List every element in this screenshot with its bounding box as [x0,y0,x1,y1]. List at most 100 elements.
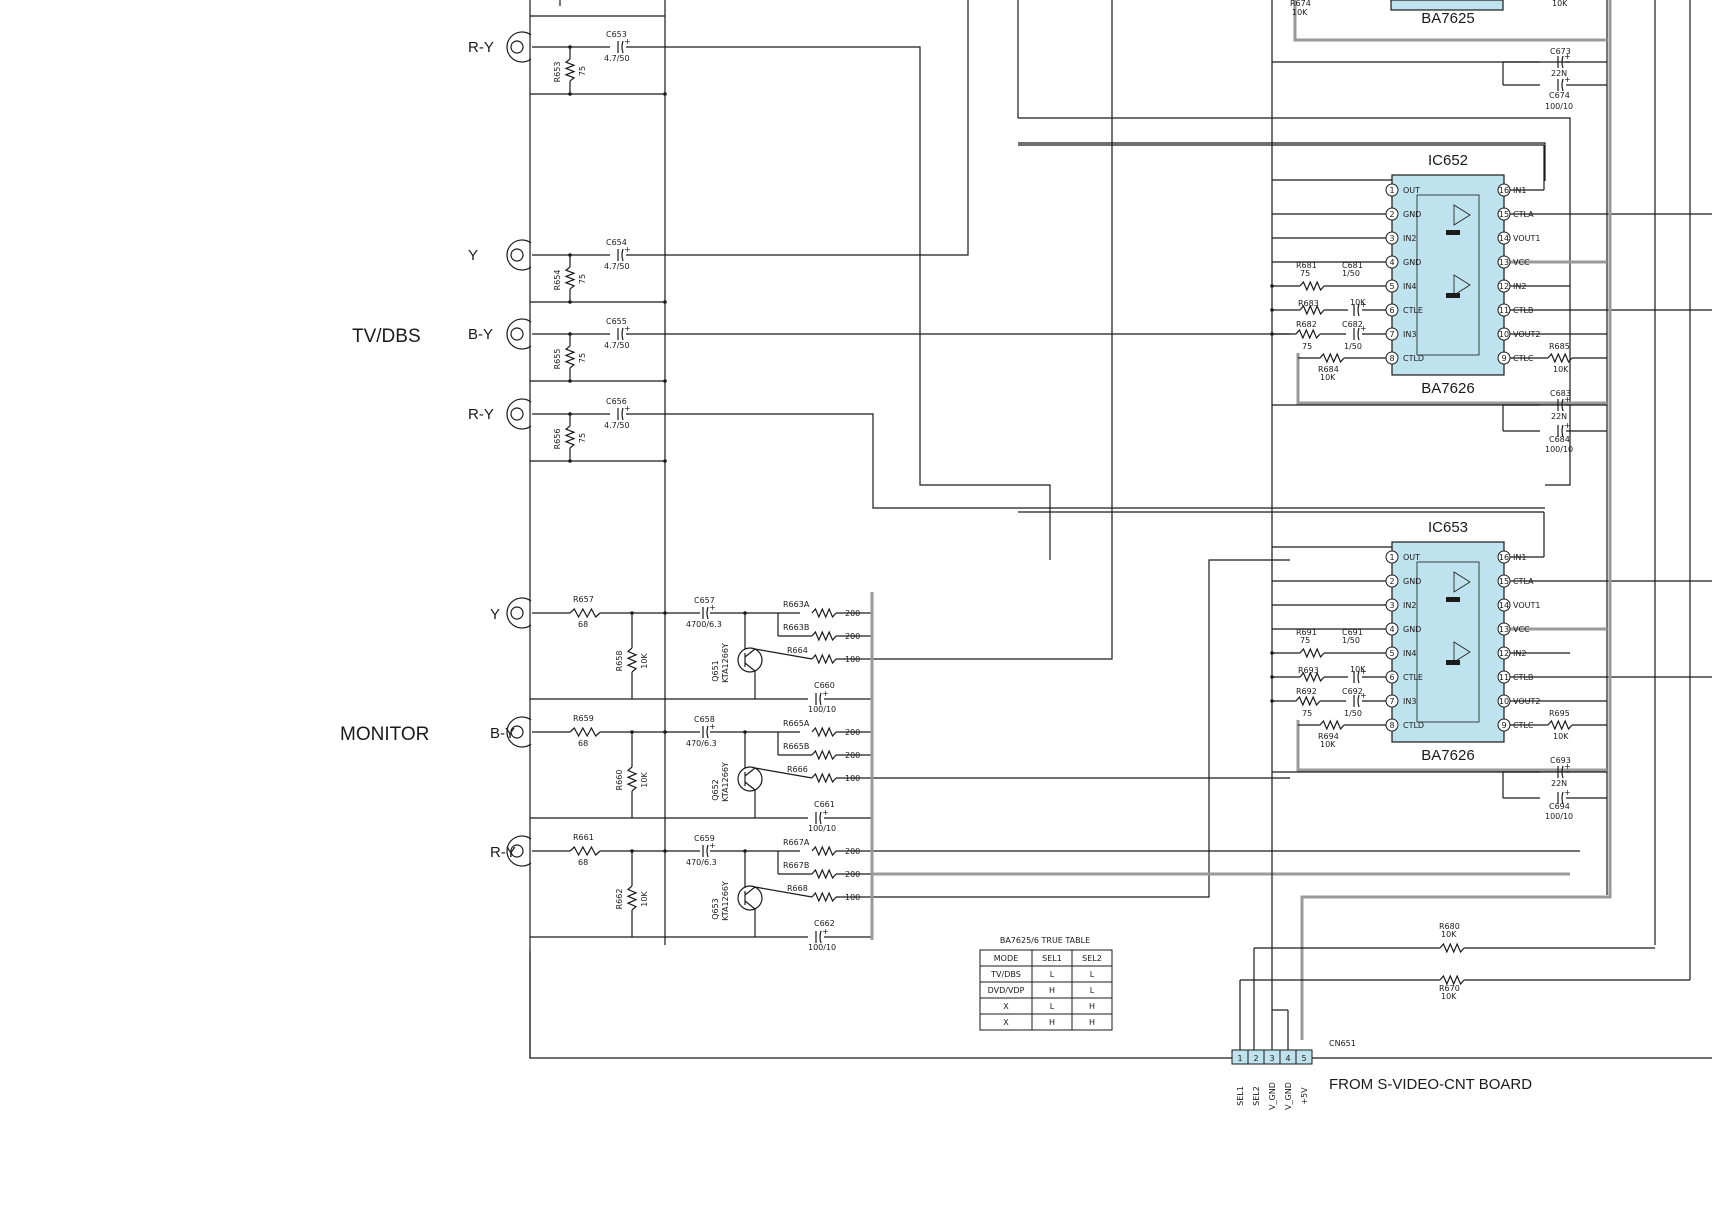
pin-name: OUT [1403,553,1420,562]
wire [754,648,813,660]
signal-route [1018,142,1546,181]
pin-number: 10 [1499,330,1509,339]
amp-icon [1453,571,1471,593]
transistor-label: Q653 [711,898,720,920]
pin-name: CTLE [1403,673,1423,682]
resistor-label: R691 [1296,628,1317,637]
ic-pin [1385,183,1399,197]
capacitor-value: 1/50 [1342,269,1360,278]
ic-pin [1385,646,1399,660]
junction-dot [1270,332,1274,336]
pin-name: IN2 [1403,234,1416,243]
jack-label: Y [468,247,478,264]
polarity-mark: + [709,722,716,731]
polarity-mark: + [1564,52,1571,61]
capacitor-value: 1/50 [1344,709,1362,718]
resistor-symbol [1299,671,1325,683]
resistor-value: 10K [1553,365,1569,374]
resistor-label: R694 [1318,732,1339,741]
resistor-value: 75 [1302,342,1312,351]
truth-table [979,949,1113,1031]
pin-number: 9 [1501,354,1506,363]
connector-pin-name: V_GND [1268,1082,1277,1110]
resistor-symbol [564,266,576,290]
transistor-icon [737,885,763,911]
capacitor-value: 22N [1551,779,1567,788]
bus-gray [1300,0,1612,1040]
transistor-type: KTA1266Y [721,881,730,921]
ic-pin [1385,279,1399,293]
ic-pin [1497,255,1511,269]
transistor-label: Q652 [711,779,720,801]
ic-pin [1385,694,1399,708]
junction-dot [663,379,667,383]
resistor-value: 75 [1300,636,1310,645]
ic-part-label: BA7625 [1421,10,1474,27]
pin-name: IN2 [1513,282,1526,291]
rca-jack-icon [506,398,532,430]
resistor-symbol [1439,942,1465,954]
capacitor-label: C691 [1342,628,1363,637]
capacitor-plate [819,692,822,706]
pin-name: CTLD [1403,721,1424,730]
pin-name: GND [1403,625,1421,634]
pin-number: 8 [1389,721,1394,730]
ic-pin [1385,327,1399,341]
capacitor-value: 4.7/50 [604,54,630,63]
transistor-emitter [744,662,756,672]
capacitor-label: C692 [1342,687,1363,696]
resistor-symbol [564,345,576,369]
polarity-mark: + [1360,300,1367,309]
junction-dot [1270,284,1274,288]
table-cell: H [1049,1018,1055,1027]
pin-name: IN4 [1403,282,1416,291]
resistor-symbol [1299,280,1325,292]
resistor-label: R665B [783,742,809,751]
junction-dot [1270,675,1274,679]
resistor-value: 10K [1441,930,1457,939]
jack-label: B-Y [468,326,493,343]
ic-pin [1385,622,1399,636]
resistor-label: R667A [783,838,810,847]
resistor-label: R654 [553,270,562,291]
resistor-value: 68 [578,620,588,629]
pin-name: CTLA [1513,577,1534,586]
switch-icon [1446,597,1460,602]
resistor-label: R682 [1296,320,1317,329]
capacitor-value: 100/10 [1545,102,1573,111]
junction-dot [663,92,667,96]
rca-jack-icon [506,318,532,350]
resistor-label: R663A [783,600,810,609]
transistor-icon [737,766,763,792]
ic-pin [1497,574,1511,588]
pin-number: 6 [1389,673,1394,682]
resistor-value: 200 [845,847,860,856]
resistor-label: R662 [615,889,624,910]
resistor-value: 10K [1320,740,1336,749]
capacitor-label: C654 [606,238,627,247]
pin-name: VOUT2 [1513,697,1540,706]
polarity-mark: + [1564,762,1571,771]
resistor-label: R663B [783,623,809,632]
pin-number: 9 [1501,721,1506,730]
ic-pin [1497,351,1511,365]
resistor-value: 10K [1552,0,1568,8]
ic-pin [1497,303,1511,317]
ic-ba7626 [1391,174,1505,376]
ic-ba7626 [1391,541,1505,743]
table-cell: L [1050,970,1055,979]
connector-ref: CN651 [1329,1039,1356,1048]
jack-label: Y [490,606,500,623]
pin-name: CTLB [1513,306,1533,315]
resistor-label: R667B [783,861,809,870]
connector-pin-name: V_GND [1284,1082,1293,1110]
capacitor-plate [1357,327,1360,341]
truth-table-title: BA7625/6 TRUE TABLE [1000,936,1090,945]
capacitor-plate [1561,78,1564,92]
polarity-mark: + [822,927,829,936]
pin-name: CTLC [1513,354,1534,363]
ic-pin [1497,694,1511,708]
resistor-value: 200 [845,728,860,737]
signal-route [872,559,1290,898]
